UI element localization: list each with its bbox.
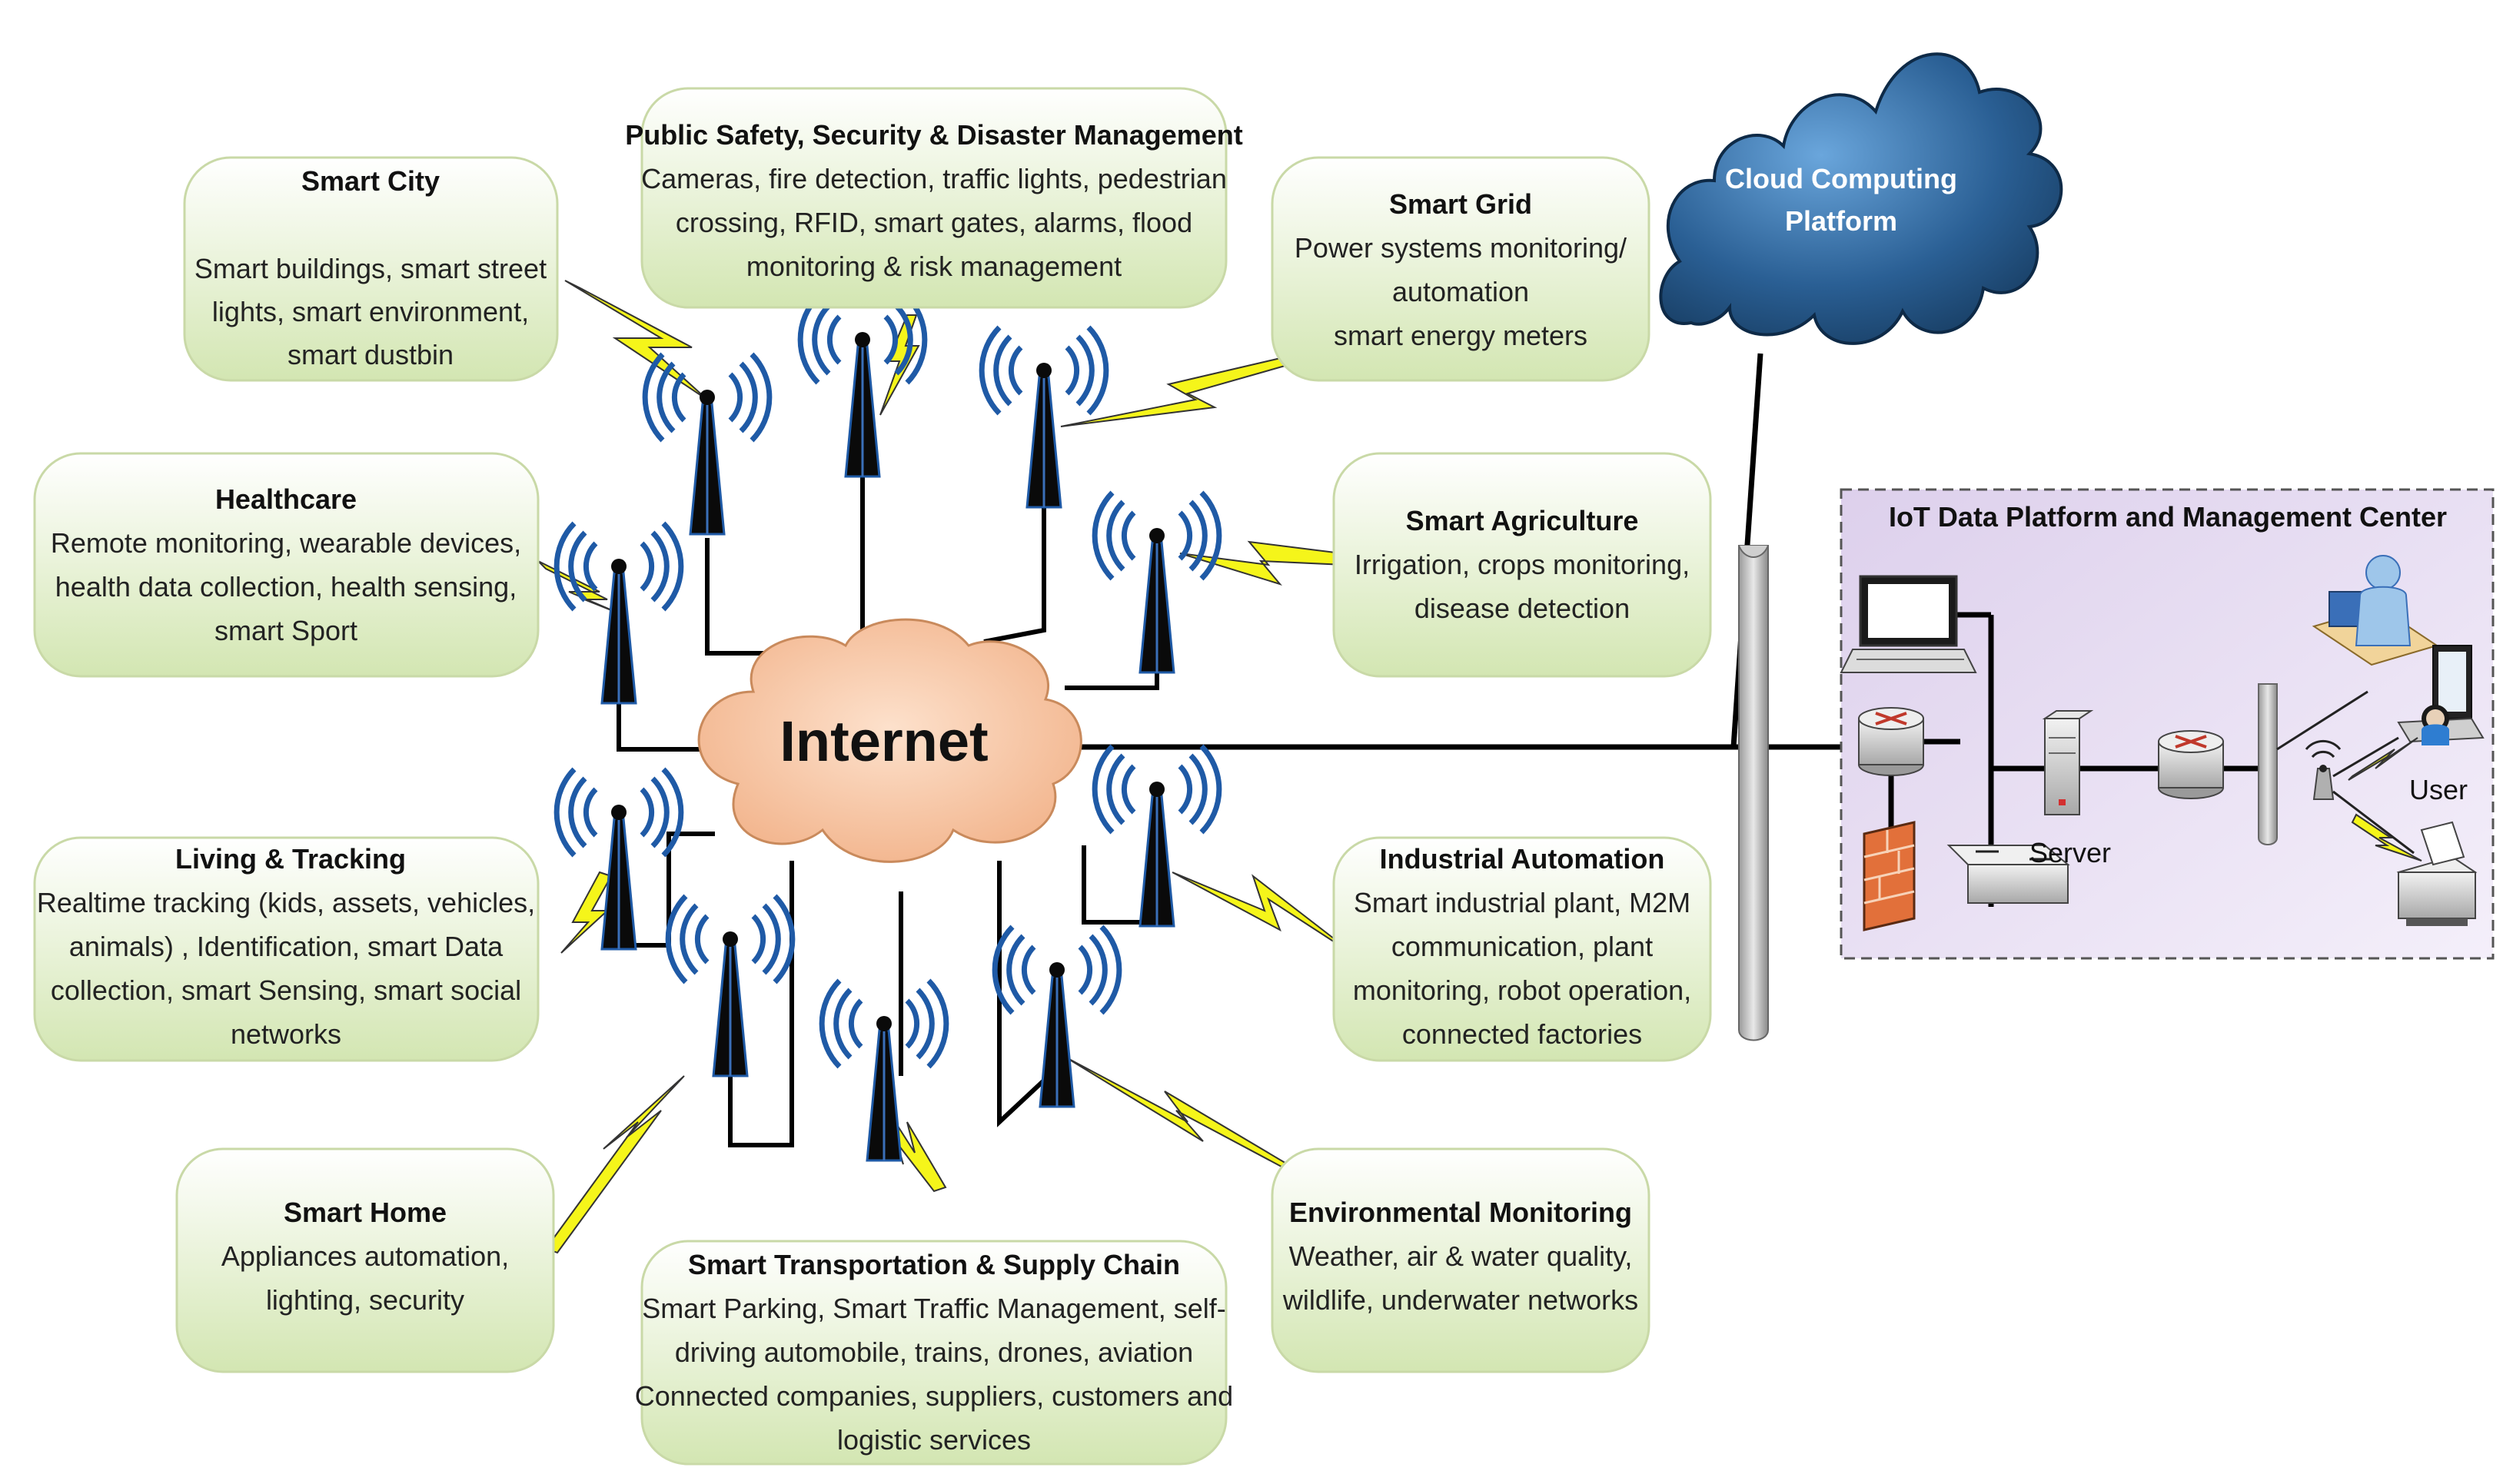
svg-text:connected factories: connected factories (1402, 1018, 1642, 1050)
internet-cloud: Internet (697, 618, 1082, 863)
svg-text:automation: automation (1392, 276, 1529, 307)
antenna-3 (982, 327, 1106, 507)
svg-text:Industrial Automation: Industrial Automation (1380, 843, 1665, 875)
svg-text:disease detection: disease detection (1414, 593, 1630, 624)
svg-text:monitoring, robot operation,: monitoring, robot operation, (1353, 974, 1691, 1006)
lightning-laptop (2348, 737, 2418, 781)
box-industrial-automation: Industrial Automation Smart industrial p… (1332, 836, 1712, 1062)
svg-text:Smart Transportation & Supply: Smart Transportation & Supply Chain (688, 1249, 1180, 1280)
antenna-8 (668, 896, 793, 1076)
svg-text:Irrigation, crops monitoring,: Irrigation, crops monitoring, (1355, 549, 1690, 580)
workstation-monitor (1840, 575, 1977, 673)
svg-text:Cameras, fire detection, traff: Cameras, fire detection, traffic lights,… (641, 163, 1227, 194)
svg-text:Healthcare: Healthcare (215, 483, 357, 515)
box-smart-transportation: Smart Transportation & Supply Chain Smar… (635, 1240, 1233, 1466)
svg-text:Remote monitoring, wearable de: Remote monitoring, wearable devices, (51, 527, 521, 559)
lightning-environmental-monitoring (1064, 1056, 1294, 1174)
svg-text:Weather, air & water quality,: Weather, air & water quality, (1289, 1240, 1633, 1272)
domain-boxes: Smart City Smart buildings, smart street… (33, 87, 1712, 1466)
svg-text:Connected companies, suppliers: Connected companies, suppliers, customer… (635, 1380, 1233, 1412)
backbone-pole (1738, 545, 1769, 1041)
wifi-router-icon (2305, 739, 2342, 800)
svg-text:monitoring & risk management: monitoring & risk management (746, 251, 1122, 282)
svg-text:Smart Agriculture: Smart Agriculture (1406, 505, 1639, 536)
box-healthcare: Healthcare Remote monitoring, wearable d… (33, 452, 540, 678)
lightning-industrial-automation (1172, 871, 1346, 950)
box-living-tracking: Living & Tracking Realtime tracking (kid… (33, 836, 540, 1062)
svg-text:driving automobile, trains, dr: driving automobile, trains, drones, avia… (675, 1336, 1193, 1368)
lightning-smart-home (544, 1075, 685, 1254)
lightning-smart-agriculture (1179, 540, 1347, 586)
box-smart-grid: Smart Grid Power systems monitoring/ aut… (1271, 156, 1650, 382)
laptop-user-icon (2397, 645, 2485, 745)
lightning-smart-city (564, 280, 708, 400)
iot-center-title: IoT Data Platform and Management Center (1889, 501, 2447, 533)
svg-text:smart Sport: smart Sport (214, 615, 357, 646)
lightning-public-safety (879, 314, 920, 416)
svg-text:wildlife, underwater networks: wildlife, underwater networks (1282, 1284, 1638, 1316)
lightning-smart-grid (1060, 356, 1289, 427)
svg-text:Smart Parking, Smart Traffic M: Smart Parking, Smart Traffic Management,… (642, 1293, 1226, 1324)
box-smart-city: Smart City Smart buildings, smart street… (183, 156, 559, 382)
iot-data-platform-panel: IoT Data Platform and Management Center (1840, 488, 2495, 960)
firewall-icon (1863, 821, 1916, 931)
antenna-2 (800, 297, 925, 476)
wireless-links (537, 280, 1347, 1254)
svg-text:Environmental Monitoring: Environmental Monitoring (1289, 1197, 1632, 1228)
antenna-4 (557, 523, 681, 703)
internet-label: Internet (779, 709, 988, 773)
server-label: Server (2029, 837, 2111, 868)
svg-text:Smart Grid: Smart Grid (1389, 188, 1532, 220)
antenna-9 (822, 981, 946, 1160)
svg-text:crossing, RFID, smart gates, a: crossing, RFID, smart gates, alarms, flo… (676, 207, 1192, 238)
svg-text:lighting, security: lighting, security (266, 1284, 464, 1316)
svg-text:lights, smart environment,: lights, smart environment, (212, 296, 529, 327)
antenna-1 (645, 354, 770, 534)
svg-text:Living & Tracking: Living & Tracking (175, 843, 406, 875)
svg-text:Realtime tracking (kids, asset: Realtime tracking (kids, assets, vehicle… (37, 887, 535, 918)
svg-text:animals) , Identification, sma: animals) , Identification, smart Data (69, 931, 504, 962)
svg-text:networks: networks (231, 1018, 341, 1050)
cloud-label-line-1: Cloud Computing (1725, 163, 1957, 194)
svg-text:smart dustbin: smart dustbin (288, 339, 454, 370)
box-public-safety: Public Safety, Security & Disaster Manag… (625, 87, 1243, 309)
router-icon (1858, 707, 1924, 776)
svg-text:Smart industrial plant, M2M: Smart industrial plant, M2M (1354, 887, 1690, 918)
antenna-7 (1095, 746, 1219, 926)
antenna-5 (1095, 493, 1219, 672)
antenna-10 (995, 927, 1119, 1107)
cloud-label-line-2: Platform (1785, 205, 1897, 237)
svg-text:communication, plant: communication, plant (1391, 931, 1653, 962)
box-title: Smart City (301, 165, 440, 197)
svg-text:Smart buildings, smart street: Smart buildings, smart street (194, 253, 547, 284)
access-pole (2258, 683, 2278, 845)
box-smart-home: Smart Home Appliances automation, lighti… (175, 1147, 555, 1373)
box-smart-agriculture: Smart Agriculture Irrigation, crops moni… (1332, 452, 1712, 678)
svg-text:collection, smart Sensing, sm: collection, smart Sensing, smart social (51, 974, 521, 1006)
server-icon (2042, 710, 2094, 815)
svg-text:smart energy meters: smart energy meters (1334, 320, 1587, 351)
cloud-computing-platform: Cloud Computing Platform (1659, 52, 2063, 345)
box-environmental-monitoring: Environmental Monitoring Weather, air & … (1271, 1147, 1650, 1373)
printer-icon (2396, 821, 2478, 926)
lightning-printer (2351, 813, 2422, 862)
router-icon-2 (2158, 730, 2224, 799)
operator-user-icon (2312, 555, 2439, 666)
svg-text:logistic services: logistic services (837, 1424, 1031, 1456)
switch-icon (1946, 845, 2070, 904)
svg-text:Smart Home: Smart Home (284, 1197, 447, 1228)
user-label: User (2409, 774, 2468, 805)
svg-text:Power systems monitoring/: Power systems monitoring/ (1295, 232, 1627, 264)
svg-text:Public Safety, Security & Dis: Public Safety, Security & Disaster Manag… (625, 119, 1243, 151)
svg-text:Appliances automation,: Appliances automation, (221, 1240, 509, 1272)
svg-text:health data collection, health: health data collection, health sensing, (55, 571, 517, 603)
